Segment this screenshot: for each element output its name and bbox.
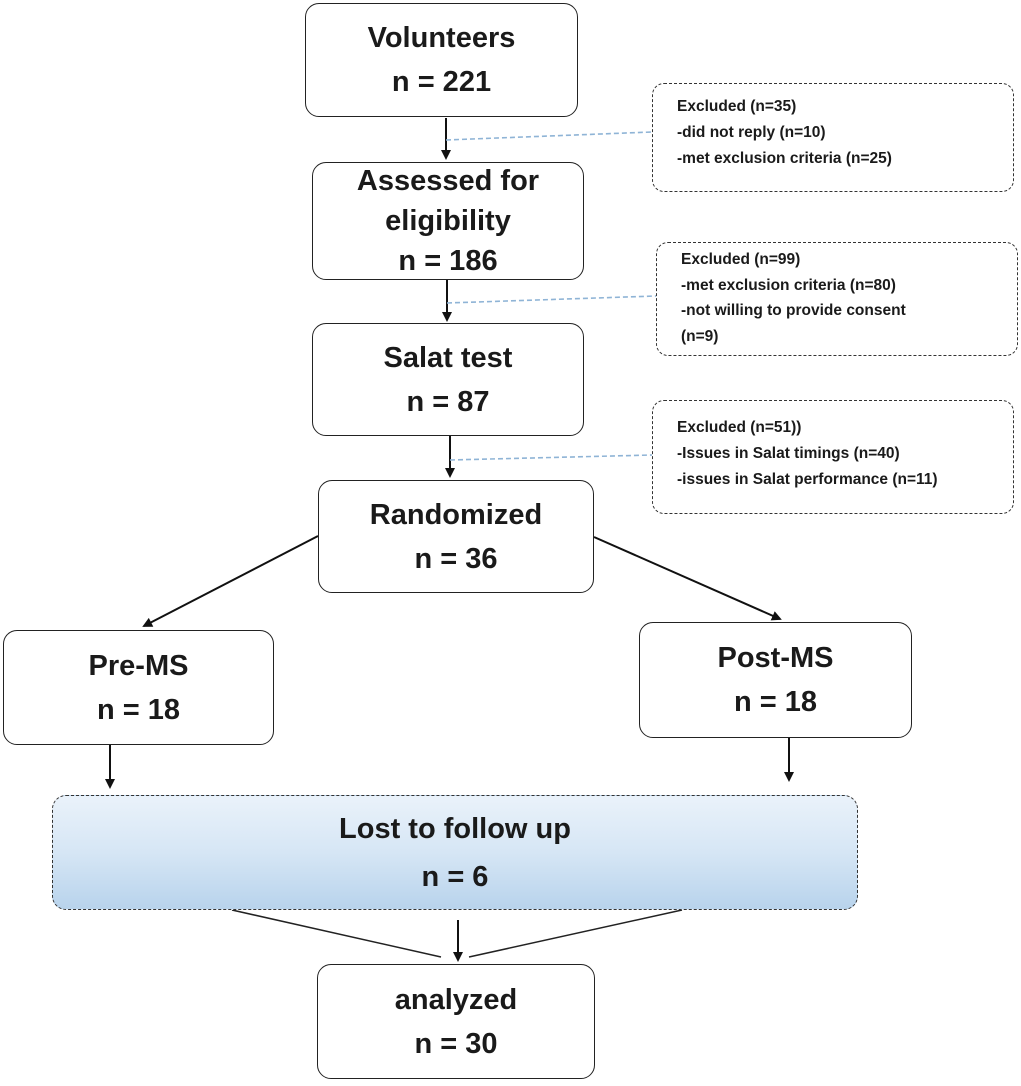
pre-ms-count: n = 18 <box>96 693 181 726</box>
exclusion-2-line: Excluded (n=99) <box>681 251 801 268</box>
salat-test-label: Salat test <box>383 341 513 374</box>
exclusion-1-line: Excluded (n=35) <box>677 98 797 115</box>
volunteers-box: Volunteers n = 221 <box>305 3 578 117</box>
exclusion-1-line: -did not reply (n=10) <box>677 124 826 141</box>
exclusion-3-line: Excluded (n=51)) <box>677 419 802 436</box>
assessed-label-line2: eligibility <box>385 205 511 237</box>
randomized-count: n = 36 <box>414 542 498 575</box>
connector-exclusion-1 <box>445 131 653 141</box>
funnel-line-left <box>231 909 442 958</box>
randomized-label: Randomized <box>369 498 543 531</box>
funnel-line-right <box>468 909 683 958</box>
exclusion-note-2: Excluded (n=99) -met exclusion criteria … <box>656 242 1018 356</box>
salat-test-box: Salat test n = 87 <box>312 323 584 436</box>
volunteers-count: n = 221 <box>391 66 492 98</box>
assessed-count: n = 186 <box>398 245 498 277</box>
exclusion-3-line: -Issues in Salat timings (n=40) <box>677 445 900 462</box>
exclusion-2-line: -not willing to provide consent <box>681 302 906 319</box>
connector-exclusion-2 <box>446 295 657 304</box>
exclusion-note-1: Excluded (n=35) -did not reply (n=10) -m… <box>652 83 1014 192</box>
pre-ms-label: Pre-MS <box>88 649 189 682</box>
lost-label: Lost to follow up <box>339 812 571 845</box>
assessed-label-line1: Assessed for <box>356 165 540 197</box>
connector-exclusion-3 <box>449 454 653 461</box>
exclusion-2-line: -met exclusion criteria (n=80) <box>681 276 896 294</box>
exclusion-3-line: -issues in Salat performance (n=11) <box>677 471 938 488</box>
randomized-box: Randomized n = 36 <box>318 480 594 593</box>
lost-to-follow-up-box: Lost to follow up n = 6 <box>52 795 858 910</box>
post-ms-label: Post-MS <box>717 642 834 674</box>
assessed-box: Assessed for eligibility n = 186 <box>312 162 584 280</box>
post-ms-box: Post-MS n = 18 <box>639 622 912 738</box>
analyzed-label: analyzed <box>394 983 518 1016</box>
exclusion-note-3: Excluded (n=51)) -Issues in Salat timing… <box>652 400 1014 514</box>
analyzed-count: n = 30 <box>414 1027 498 1060</box>
exclusion-2-line: (n=9) <box>681 327 719 345</box>
analyzed-box: analyzed n = 30 <box>317 964 595 1079</box>
arrow-randomized-to-post-ms <box>593 536 782 621</box>
arrow-randomized-to-pre-ms <box>142 535 319 627</box>
salat-test-count: n = 87 <box>406 385 490 418</box>
lost-count: n = 6 <box>421 860 489 893</box>
volunteers-label: Volunteers <box>367 22 516 54</box>
post-ms-count: n = 18 <box>733 686 818 718</box>
exclusion-1-line: -met exclusion criteria (n=25) <box>677 150 892 167</box>
pre-ms-box: Pre-MS n = 18 <box>3 630 274 745</box>
